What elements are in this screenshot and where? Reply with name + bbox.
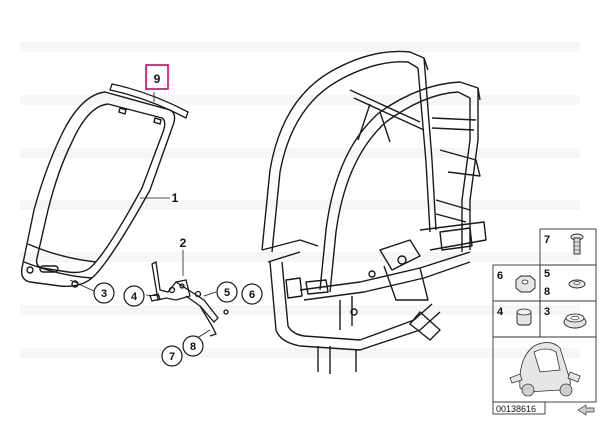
- callout-3-label: 3: [101, 288, 107, 300]
- callout-2-label[interactable]: 2: [180, 236, 187, 250]
- bushing-part: 4: [497, 306, 532, 326]
- callout-6-label: 6: [249, 289, 255, 301]
- callout-5[interactable]: 5: [216, 281, 238, 303]
- callout-8-label: 8: [190, 341, 196, 353]
- panel-label-7: 7: [544, 234, 550, 246]
- panel-label-8: 8: [544, 286, 550, 298]
- callout-5-label: 5: [224, 287, 230, 299]
- watermark: [20, 42, 580, 358]
- nut-part: 6: [497, 270, 536, 293]
- parts-panel: 7 6 5 8 4 3: [492, 228, 597, 416]
- callout-3[interactable]: 3: [93, 282, 115, 304]
- callout-7[interactable]: 7: [161, 345, 183, 367]
- callout-6[interactable]: 6: [241, 283, 263, 305]
- grommet-part: 3: [544, 306, 587, 329]
- callout-1-label[interactable]: 1: [172, 191, 179, 205]
- washer-part: 5 8: [544, 268, 586, 298]
- scooter-icon: [509, 342, 581, 397]
- callout-9-label: 9: [154, 72, 161, 86]
- callout-4-label: 4: [131, 291, 138, 303]
- panel-label-5: 5: [544, 268, 550, 280]
- trim-strip: [109, 83, 189, 119]
- arrow-icon: [577, 404, 595, 416]
- callout-9-highlight-box: [145, 64, 169, 90]
- panel-label-3: 3: [544, 306, 550, 318]
- leader-lines: [69, 92, 217, 341]
- panel-label-6: 6: [497, 270, 503, 282]
- callout-4[interactable]: 4: [123, 285, 145, 307]
- bracket-assembly: [149, 261, 229, 337]
- frame: [261, 50, 487, 374]
- windshield-panel: [20, 91, 176, 288]
- callout-7-label: 7: [169, 351, 175, 363]
- screw-part: 7: [544, 233, 584, 255]
- callout-9[interactable]: 9: [145, 64, 169, 90]
- callout-8[interactable]: 8: [182, 335, 204, 357]
- panel-label-4: 4: [497, 306, 504, 318]
- reference-number: 00138616: [496, 404, 536, 414]
